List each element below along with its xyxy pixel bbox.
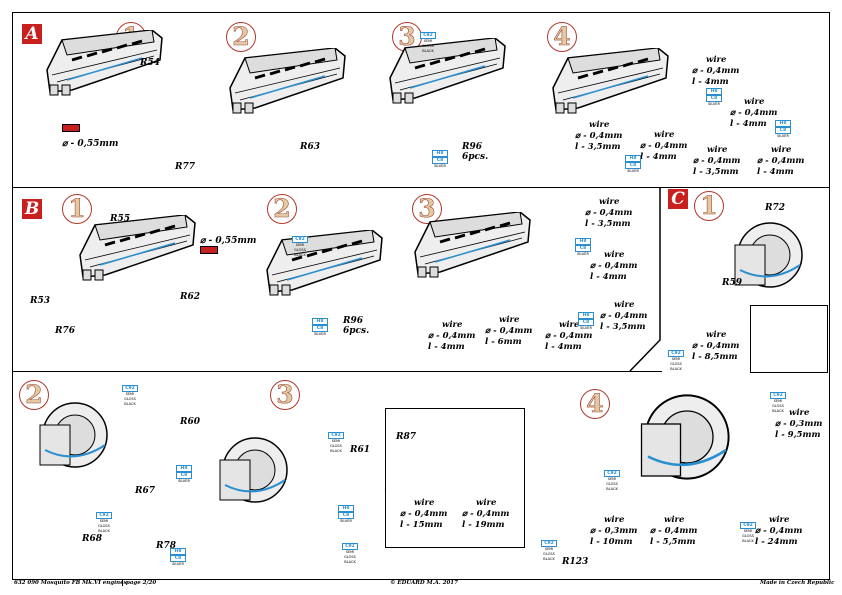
part-label: R123 — [562, 557, 589, 567]
step-number: 2 — [267, 194, 297, 224]
divider — [12, 187, 830, 188]
instruction-sheet-frame — [12, 12, 830, 580]
engine-drawing — [265, 230, 384, 297]
footer-origin: Made in Czech Republic — [760, 580, 835, 586]
step-number: 2 — [19, 380, 49, 410]
engine-drawing — [78, 215, 197, 282]
part-label: R61 — [350, 445, 371, 455]
section-c-label: C — [668, 189, 688, 209]
engine-rear-drawing — [640, 394, 730, 480]
part-label: R87 — [396, 432, 417, 442]
part-label: R62 — [180, 292, 201, 302]
brass-rod-icon — [200, 246, 218, 254]
part-label: R53 — [30, 296, 51, 306]
step-number: 2 — [226, 22, 256, 52]
diameter-label: ⌀ - 0,55mm — [62, 139, 119, 149]
part-label: R68 — [82, 534, 103, 544]
footer-page: page 2/20 — [122, 580, 156, 586]
step-number: 1 — [62, 194, 92, 224]
engine-drawing — [551, 48, 670, 115]
step-number: 4 — [580, 389, 610, 419]
engine-drawing — [388, 38, 507, 105]
step-number: 1 — [694, 191, 724, 221]
part-label: R55 — [110, 214, 131, 224]
part-label: R96 — [343, 316, 364, 326]
section-a-label: A — [22, 24, 42, 44]
part-quantity: 6pcs. — [343, 326, 370, 336]
divider — [12, 371, 662, 372]
part-label: R60 — [180, 417, 201, 427]
part-label: R76 — [55, 326, 76, 336]
step-number: 3 — [270, 380, 300, 410]
detail-inset — [750, 305, 828, 373]
part-label: R63 — [300, 142, 321, 152]
part-quantity: 6pcs. — [462, 152, 489, 162]
footer-product: 632 090 Mosquito FB Mk.VI engines — [14, 580, 127, 586]
step-number: 3 — [412, 194, 442, 224]
part-label: R67 — [135, 486, 156, 496]
part-label: R54 — [140, 58, 161, 68]
engine-drawing — [228, 48, 347, 115]
footer-copyright: © EDUARD M.A. 2017 — [390, 580, 458, 586]
part-label: R96 — [462, 142, 483, 152]
part-label: R59 — [722, 278, 743, 288]
step-number: 4 — [547, 22, 577, 52]
engine-rear-drawing — [39, 402, 108, 468]
brass-rod-icon — [62, 124, 80, 132]
diameter-label: ⌀ - 0,55mm — [200, 236, 257, 246]
part-label: R72 — [765, 203, 786, 213]
section-b-label: B — [22, 199, 42, 219]
part-label: R77 — [175, 162, 196, 172]
engine-drawing — [413, 212, 532, 279]
part-label: R78 — [156, 541, 177, 551]
engine-rear-drawing — [219, 437, 288, 503]
detail-inset — [385, 408, 525, 548]
